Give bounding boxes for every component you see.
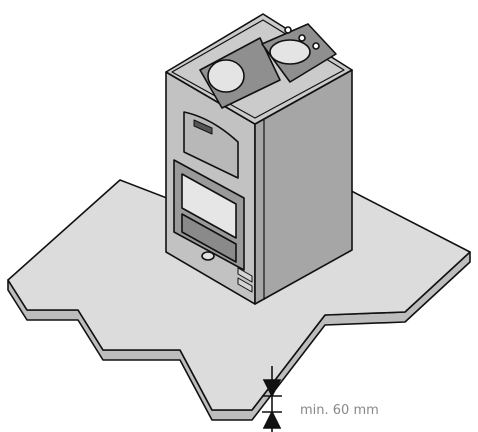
stone-cylinder-left <box>207 59 245 93</box>
top-vent-3 <box>312 42 320 50</box>
ash-drawer-tab-1 <box>237 267 253 283</box>
brand-plate <box>193 119 213 135</box>
dimension-label: min. 60 mm <box>300 403 379 418</box>
heater-front-upper-panel <box>183 111 239 179</box>
arrow-up-icon <box>262 410 282 429</box>
door-handle <box>201 251 215 261</box>
firebox-door-lower-panel <box>181 213 237 263</box>
ash-drawer-tab-2 <box>237 277 253 293</box>
top-vent-1 <box>284 26 292 34</box>
top-vent-2 <box>298 34 306 42</box>
stone-cylinder-right <box>269 39 311 65</box>
sauna-heater <box>165 13 353 305</box>
arrow-down-icon <box>262 379 282 398</box>
thickness-dimension <box>262 366 282 432</box>
firebox-door-glass <box>181 173 237 239</box>
